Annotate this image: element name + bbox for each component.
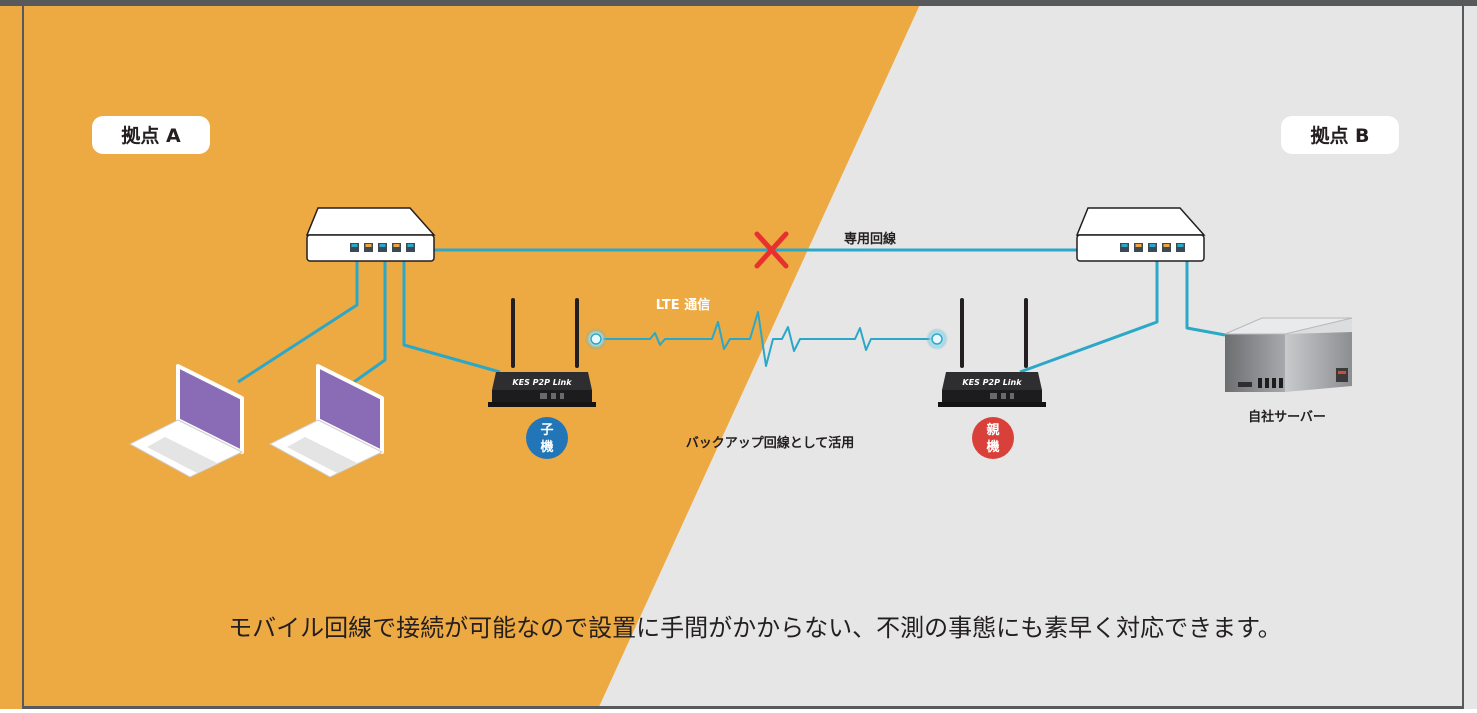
router-brand-text: KES P2P Link	[962, 378, 1022, 387]
dedicated-line-label: 専用回線	[844, 231, 897, 247]
frame-right	[1462, 0, 1464, 709]
lte-signal-wave	[596, 311, 937, 367]
laptop-icon	[268, 364, 384, 478]
site-b-label-text: 拠点 B	[1310, 124, 1369, 147]
cable-switch-a-child-router	[402, 256, 501, 374]
site-a-background	[0, 0, 922, 709]
cable-switch-a-laptop-2	[353, 256, 387, 384]
parent-badge-line2: 機	[986, 439, 999, 455]
lte-endpoint-b-core	[931, 333, 943, 345]
lte-label: LTE 通信	[656, 297, 710, 313]
lte-router-icon: KES P2P Link	[488, 298, 596, 407]
parent-badge: 親 機	[972, 417, 1014, 459]
backup-label: バックアップ回線として活用	[686, 435, 855, 451]
network-switch-icon	[305, 207, 436, 262]
server-label: 自社サーバー	[1248, 409, 1326, 425]
site-a-label: 拠点 A	[92, 116, 210, 154]
lte-endpoint-a-core	[590, 333, 602, 345]
child-badge-line1: 子	[540, 423, 553, 438]
network-switch-icon	[1075, 207, 1206, 262]
cable-switch-a-laptop-1	[237, 256, 359, 384]
caption: モバイル回線で接続が可能なので設置に手間がかからない、不測の事態にも素早く対応で…	[228, 614, 1282, 642]
router-brand-text: KES P2P Link	[512, 378, 572, 387]
child-badge-line2: 機	[540, 439, 553, 455]
cable-switch-b-parent-router	[1019, 256, 1159, 374]
frame-left	[22, 0, 24, 709]
site-b-label: 拠点 B	[1281, 116, 1399, 154]
site-a-label-text: 拠点 A	[121, 124, 181, 147]
frame-bottom	[22, 706, 1464, 709]
laptop-icon	[128, 364, 244, 478]
lte-router-icon: KES P2P Link	[938, 298, 1046, 407]
cable-switch-b-server	[1185, 256, 1226, 337]
parent-badge-line1: 親	[986, 422, 999, 438]
frame-top-bar	[0, 0, 1477, 6]
child-badge: 子 機	[526, 417, 568, 459]
failure-x-icon	[754, 231, 789, 269]
server-icon	[1224, 317, 1353, 392]
